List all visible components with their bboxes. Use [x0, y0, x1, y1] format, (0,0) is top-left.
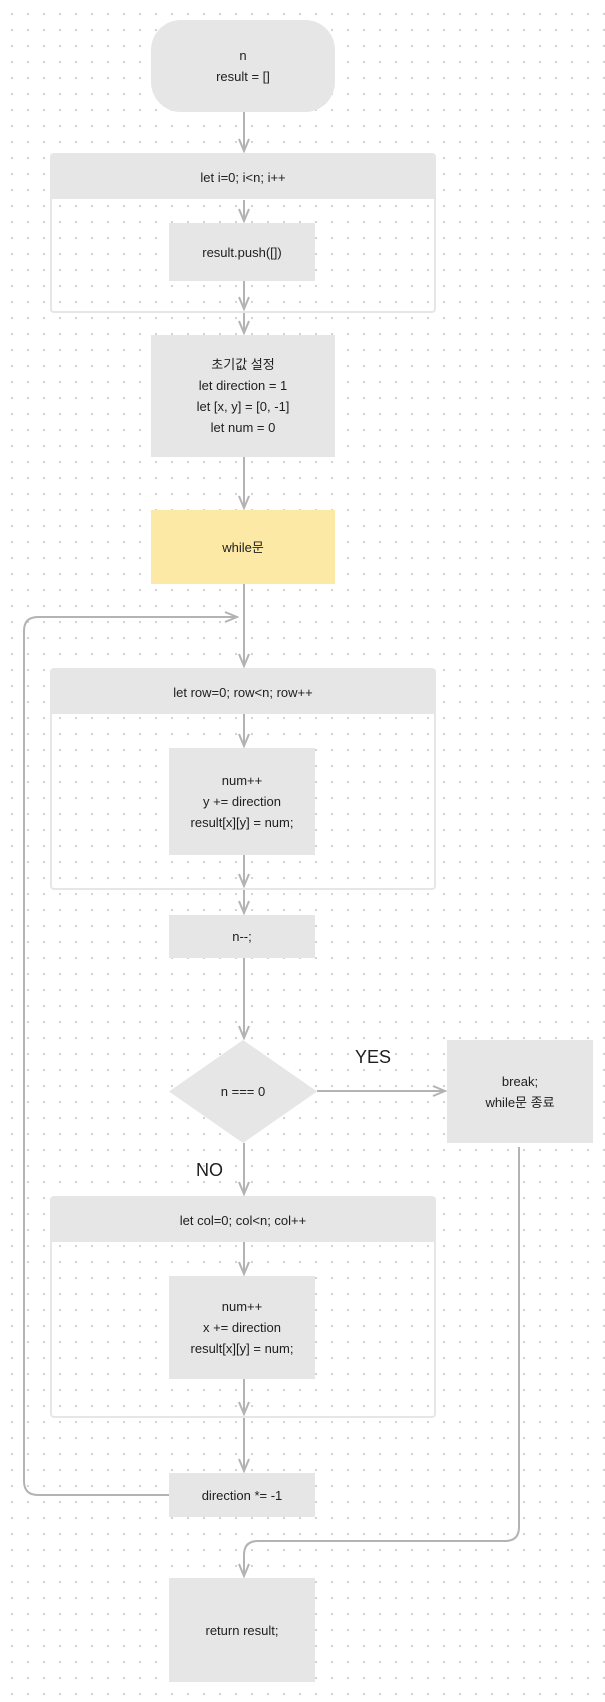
yes-branch-label: YES — [355, 1047, 392, 1067]
decrement-node: n--; — [169, 915, 315, 958]
arrow-break-to-return — [244, 1147, 520, 1576]
col-loop-body-label: num++ x += direction result[x][y] = num; — [190, 1299, 294, 1356]
flip-direction-node: direction *= -1 — [169, 1473, 315, 1517]
row-loop-header: let row=0; row<n; row++ — [52, 670, 434, 714]
break-label: break; while문 종료 — [485, 1073, 555, 1110]
init-loop-body-label: result.push([]) — [202, 244, 282, 260]
col-loop-body-node: num++ x += direction result[x][y] = num; — [169, 1276, 315, 1379]
flip-direction-label: direction *= -1 — [201, 1487, 283, 1503]
while-node-label: while문 — [222, 539, 264, 555]
col-loop-header-label: let col=0; col<n; col++ — [179, 1212, 307, 1228]
decrement-label: n--; — [232, 929, 252, 944]
row-loop-body-label: num++ y += direction result[x][y] = num; — [190, 773, 294, 830]
row-loop-body-node: num++ y += direction result[x][y] = num; — [169, 748, 315, 855]
no-branch-label: NO — [196, 1160, 223, 1180]
start-node: n result = [] — [151, 20, 335, 112]
init-loop-header-label: let i=0; i<n; i++ — [200, 169, 286, 185]
col-loop-container: let col=0; col<n; col++ — [50, 1196, 436, 1418]
arrow-loop-back-to-while — [23, 617, 237, 1496]
col-loop-header: let col=0; col<n; col++ — [52, 1198, 434, 1242]
while-node: while문 — [151, 510, 335, 584]
initial-values-label: 초기값 설정 let direction = 1 let [x, y] = [0… — [196, 357, 290, 435]
condition-node: n === 0 — [169, 1040, 317, 1143]
start-node-label: n result = [] — [216, 48, 270, 84]
init-loop-container: let i=0; i<n; i++ — [50, 153, 436, 313]
return-node: return result; — [169, 1578, 315, 1682]
break-node: break; while문 종료 — [447, 1040, 593, 1143]
condition-label: n === 0 — [220, 1084, 266, 1099]
condition-diamond — [169, 1040, 317, 1143]
initial-values-node: 초기값 설정 let direction = 1 let [x, y] = [0… — [151, 335, 335, 457]
return-label: return result; — [205, 1622, 279, 1638]
row-loop-header-label: let row=0; row<n; row++ — [173, 684, 313, 700]
init-loop-header: let i=0; i<n; i++ — [52, 155, 434, 199]
init-loop-body-node: result.push([]) — [169, 223, 315, 281]
row-loop-container: let row=0; row<n; row++ — [50, 668, 436, 890]
